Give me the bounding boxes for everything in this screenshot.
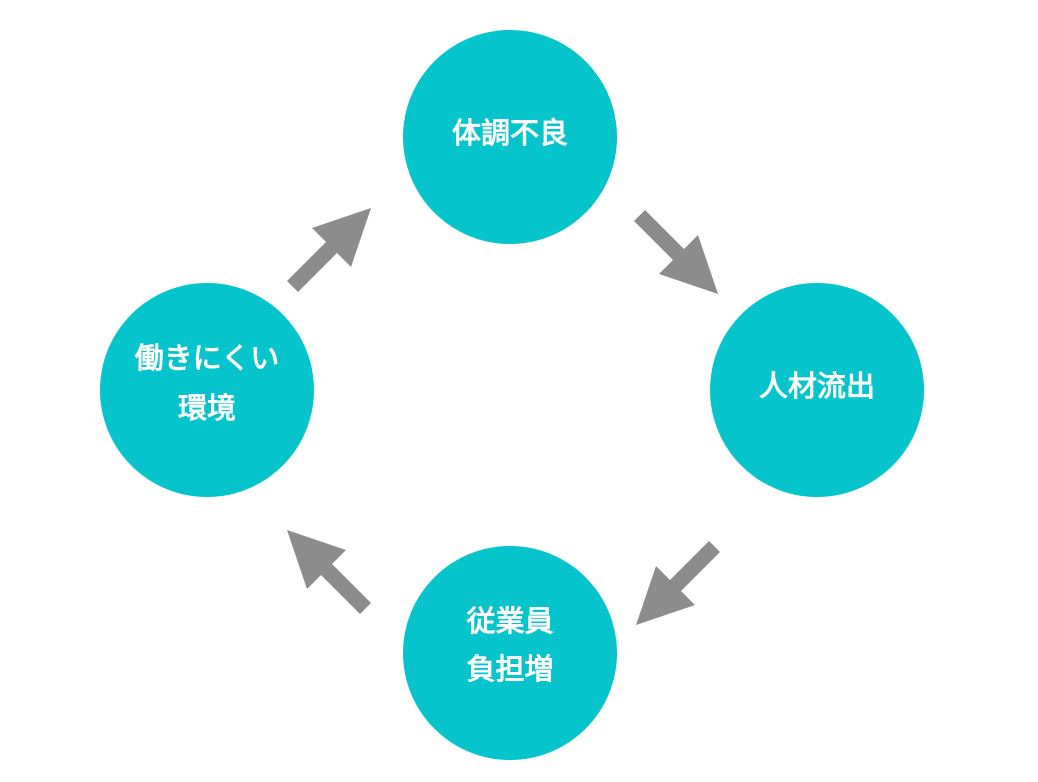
arrow-left-up-icon: [287, 530, 371, 614]
node-talent-outflow: 人材流出: [710, 283, 924, 497]
arrow-talent-outflow-to-employee-burden: [636, 541, 720, 625]
arrow-hard-work-environment-to-poor-health: [287, 208, 371, 292]
arrow-left-down-icon: [636, 541, 720, 625]
node-poor-health-circle: [403, 30, 617, 244]
node-hard-work-environment-circle: [100, 283, 314, 497]
node-talent-outflow-label: 人材流出: [759, 369, 875, 403]
node-employee-burden-label-line-2: 負担増: [466, 652, 553, 686]
arrow-poor-health-to-talent-outflow: [634, 210, 718, 294]
node-employee-burden: 従業員 負担増: [403, 546, 617, 760]
node-hard-work-environment: 働きにくい 環境: [100, 283, 314, 497]
arrow-employee-burden-to-hard-work-environment: [287, 530, 371, 614]
arrow-right-down-icon: [634, 210, 718, 294]
node-hard-work-environment-label-line-1: 働きにくい: [134, 341, 279, 375]
node-employee-burden-circle: [403, 546, 617, 760]
node-poor-health-label: 体調不良: [452, 116, 568, 150]
node-hard-work-environment-label-line-2: 環境: [178, 391, 236, 425]
node-poor-health: 体調不良: [403, 30, 617, 244]
arrow-right-up-icon: [287, 208, 371, 292]
node-talent-outflow-circle: [710, 283, 924, 497]
node-employee-burden-label-line-1: 従業員: [465, 604, 553, 638]
